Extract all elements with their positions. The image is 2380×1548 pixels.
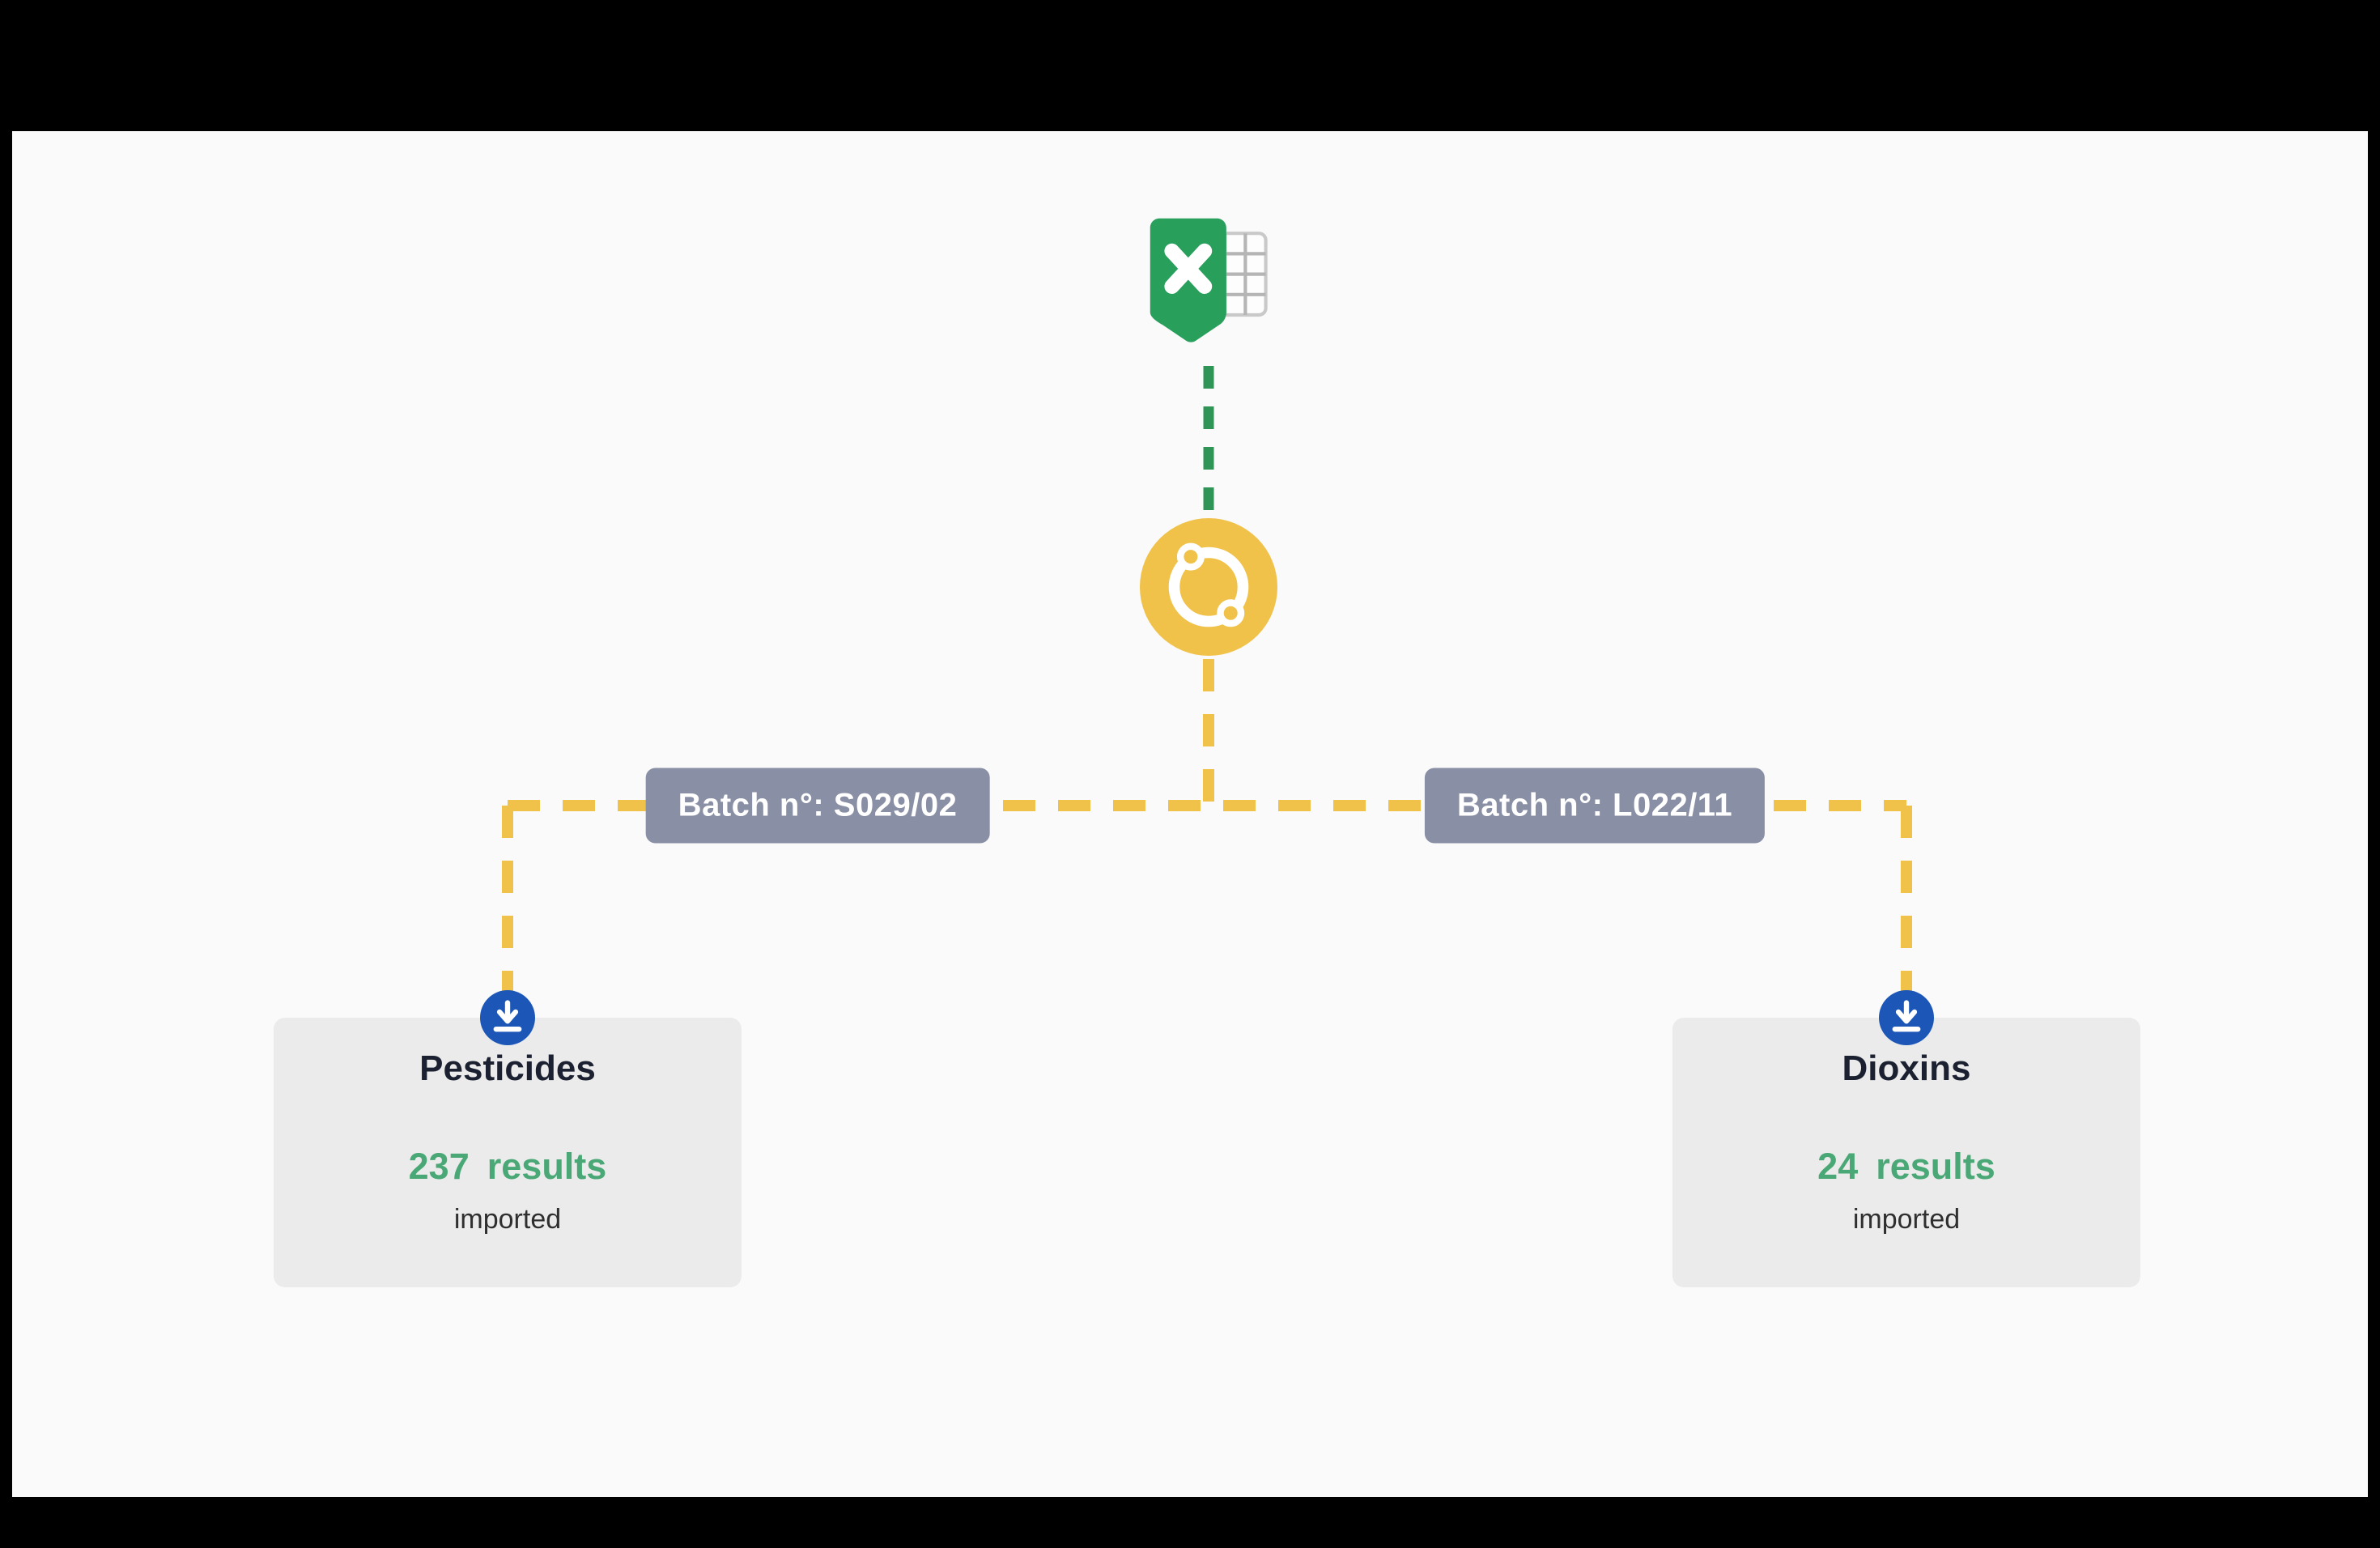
sync-hub-glyph [1140, 518, 1277, 656]
result-card-dioxins: Dioxins 24 results imported [1672, 990, 2140, 1287]
card-status: imported [453, 1204, 562, 1235]
card-results: 237 results [274, 1146, 742, 1188]
sync-hub-icon [1140, 518, 1277, 656]
batch-badge-left: Batch n°: S029/02 [645, 768, 990, 844]
download-icon [1879, 990, 1934, 1045]
card-title: Dioxins [1842, 1048, 1971, 1088]
excel-file-glyph [1150, 218, 1268, 342]
card-title: Pesticides [419, 1048, 596, 1088]
result-unit: results [487, 1146, 607, 1187]
download-button[interactable] [1879, 990, 1934, 1045]
diagram-canvas: Batch n°: S029/02 Batch n°: L022/11 Pest… [12, 131, 2368, 1497]
result-unit: results [1876, 1146, 1995, 1187]
card-status: imported [1852, 1204, 1961, 1235]
card-results: 24 results [1672, 1146, 2140, 1188]
result-count: 237 [408, 1146, 470, 1187]
result-card-pesticides: Pesticides 237 results imported [274, 990, 742, 1287]
batch-badge-right: Batch n°: L022/11 [1424, 768, 1766, 844]
download-button[interactable] [480, 990, 535, 1045]
batch-label: Batch n°: L022/11 [1456, 787, 1733, 823]
download-icon [480, 990, 535, 1045]
result-count: 24 [1817, 1146, 1859, 1187]
batch-label: Batch n°: S029/02 [678, 787, 958, 823]
excel-file-icon [1141, 215, 1277, 347]
